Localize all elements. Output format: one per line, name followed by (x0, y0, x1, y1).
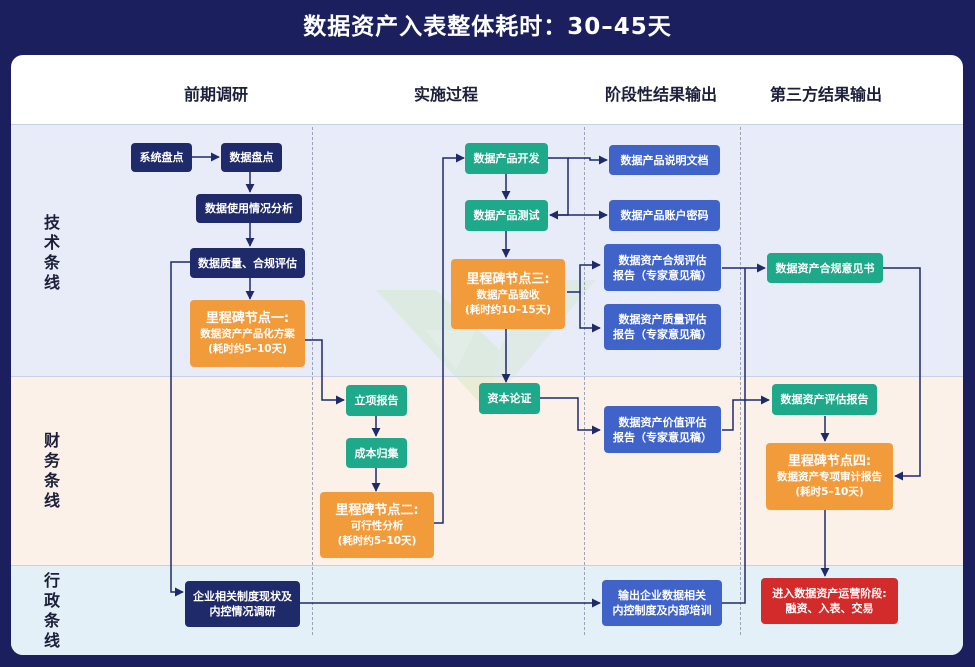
node-value-report: 数据资产价值评估 报告（专家意见稿） (604, 406, 721, 453)
watermark-logo-icon (376, 280, 596, 410)
node-quality-report: 数据资产质量评估 报告（专家意见稿） (604, 304, 721, 350)
node-enter-operation-stage: 进入数据资产运营阶段: 融资、入表、交易 (761, 578, 898, 624)
milestone-three: 里程碑节点三: 数据产品验收 (耗时约10–15天) (451, 259, 565, 329)
lane-divider (11, 124, 963, 125)
node-capital-review: 资本论证 (479, 383, 540, 414)
node-project-report: 立项报告 (346, 385, 407, 416)
column-header-third-party: 第三方结果输出 (769, 85, 882, 104)
node-system-inventory: 系统盘点 (131, 143, 192, 172)
lane-divider (11, 565, 963, 566)
node-product-account: 数据产品账户密码 (609, 200, 720, 231)
node-product-dev: 数据产品开发 (465, 143, 548, 174)
lane-label-admin: 行政条线 (43, 571, 60, 650)
milestone-four: 里程碑节点四: 数据资产专项审计报告 (耗时5–10天) (766, 443, 893, 510)
column-divider (584, 127, 585, 635)
node-product-test: 数据产品测试 (465, 200, 548, 231)
lane-label-tech: 技术条线 (43, 213, 60, 292)
node-compliance-opinion: 数据资产合规意见书 (767, 253, 883, 283)
column-divider (740, 127, 741, 635)
node-enterprise-research: 企业相关制度现状及 内控情况调研 (185, 581, 300, 627)
node-usage-analysis: 数据使用情况分析 (196, 194, 302, 223)
column-header-stage-output: 阶段性结果输出 (604, 85, 717, 104)
node-compliance-report: 数据资产合规评估 报告（专家意见稿） (604, 244, 721, 291)
node-product-doc: 数据产品说明文档 (609, 145, 720, 175)
column-header-implementation: 实施过程 (413, 85, 478, 104)
node-quality-compliance: 数据质量、合规评估 (190, 248, 305, 278)
column-divider (312, 127, 313, 635)
node-cost-collect: 成本归集 (346, 438, 407, 468)
node-internal-control: 输出企业数据相关 内控制度及内部培训 (602, 580, 722, 626)
lane-divider (11, 376, 963, 377)
node-data-inventory: 数据盘点 (221, 143, 282, 172)
column-header-research: 前期调研 (183, 85, 248, 104)
lane-label-finance: 财务条线 (43, 431, 60, 510)
node-valuation-report: 数据资产评估报告 (772, 384, 877, 415)
milestone-one: 里程碑节点一: 数据资产产品化方案 (耗时约5–10天) (190, 300, 305, 367)
page-title: 数据资产入表整体耗时：30–45天 (303, 14, 672, 40)
milestone-two: 里程碑节点二: 可行性分析 (耗时约5–10天) (320, 492, 434, 558)
